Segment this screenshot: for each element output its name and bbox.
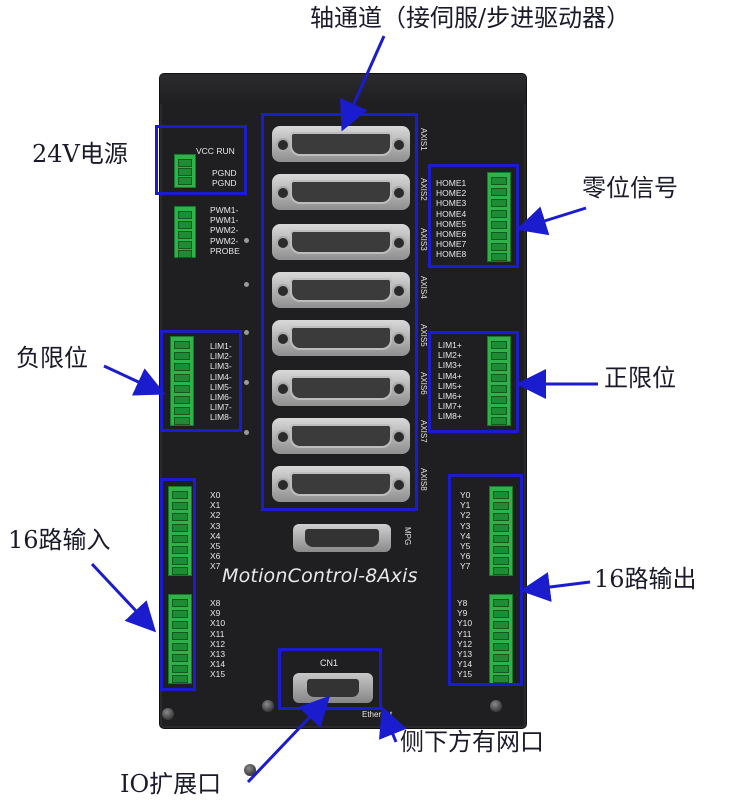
axis-channel-callout: 轴通道（接伺服/步进驱动器） (310, 4, 631, 32)
inputs-highlight (160, 478, 196, 691)
led-icon (244, 238, 249, 243)
pos-limit-terminal (487, 336, 511, 426)
screw-icon (262, 700, 274, 712)
mpg-connector (293, 524, 391, 552)
led-icon (244, 430, 249, 435)
input-terminal-a (168, 486, 192, 576)
pwm-labels: PWM1-PWM1-PWM2-PWM2-PROBE (210, 205, 240, 256)
ethernet-label: Ethernet (362, 710, 393, 719)
screw-icon (244, 764, 256, 776)
home-terminal (487, 172, 511, 262)
led-icon (244, 330, 249, 335)
outputs-16-callout: 16路输出 (594, 565, 697, 593)
axis-connector-1 (272, 126, 410, 162)
output-terminal-a (489, 486, 513, 576)
axis-connector-6 (272, 370, 410, 406)
neg-limit-labels: LIM1-LIM2-LIM3-LIM4-LIM5-LIM6-LIM7-LIM8- (210, 341, 232, 423)
output-terminal-b (489, 594, 513, 684)
pos-limit-callout: 正限位 (604, 364, 676, 392)
axis-connector-8 (272, 466, 410, 502)
cn1-label: CN1 (320, 658, 339, 668)
axis-connector-5 (272, 320, 410, 356)
power-terminal (174, 154, 196, 188)
power-24v-callout: 24V电源 (32, 140, 128, 168)
axis-highlight (261, 113, 418, 511)
axis-connector-2 (272, 174, 410, 210)
screw-icon (490, 700, 502, 712)
ethernet-side-callout: 侧下方有网口 (400, 728, 544, 756)
io-expansion-callout: IO扩展口 (120, 770, 222, 798)
power-highlight (155, 125, 247, 195)
led-icon (244, 282, 249, 287)
led-icon (244, 380, 249, 385)
power-labels: VCC RUN (196, 146, 235, 156)
screw-icon (162, 708, 174, 720)
neg-limit-callout: 负限位 (16, 344, 88, 372)
inputs-16-callout: 16路输入 (8, 526, 111, 554)
brand-label: MotionControl-8Axis (222, 565, 418, 587)
axis-connector-7 (272, 418, 410, 454)
input-terminal-b (168, 594, 192, 684)
pwm-terminal (174, 206, 196, 258)
axis-connector-3 (272, 224, 410, 260)
neg-limit-terminal (170, 336, 194, 426)
pos-limit-labels: LIM1+LIM2+LIM3+LIM4+LIM5+LIM6+LIM7+LIM8+ (438, 340, 462, 422)
home-signal-callout: 零位信号 (582, 174, 678, 202)
axis-connector-4 (272, 272, 410, 308)
